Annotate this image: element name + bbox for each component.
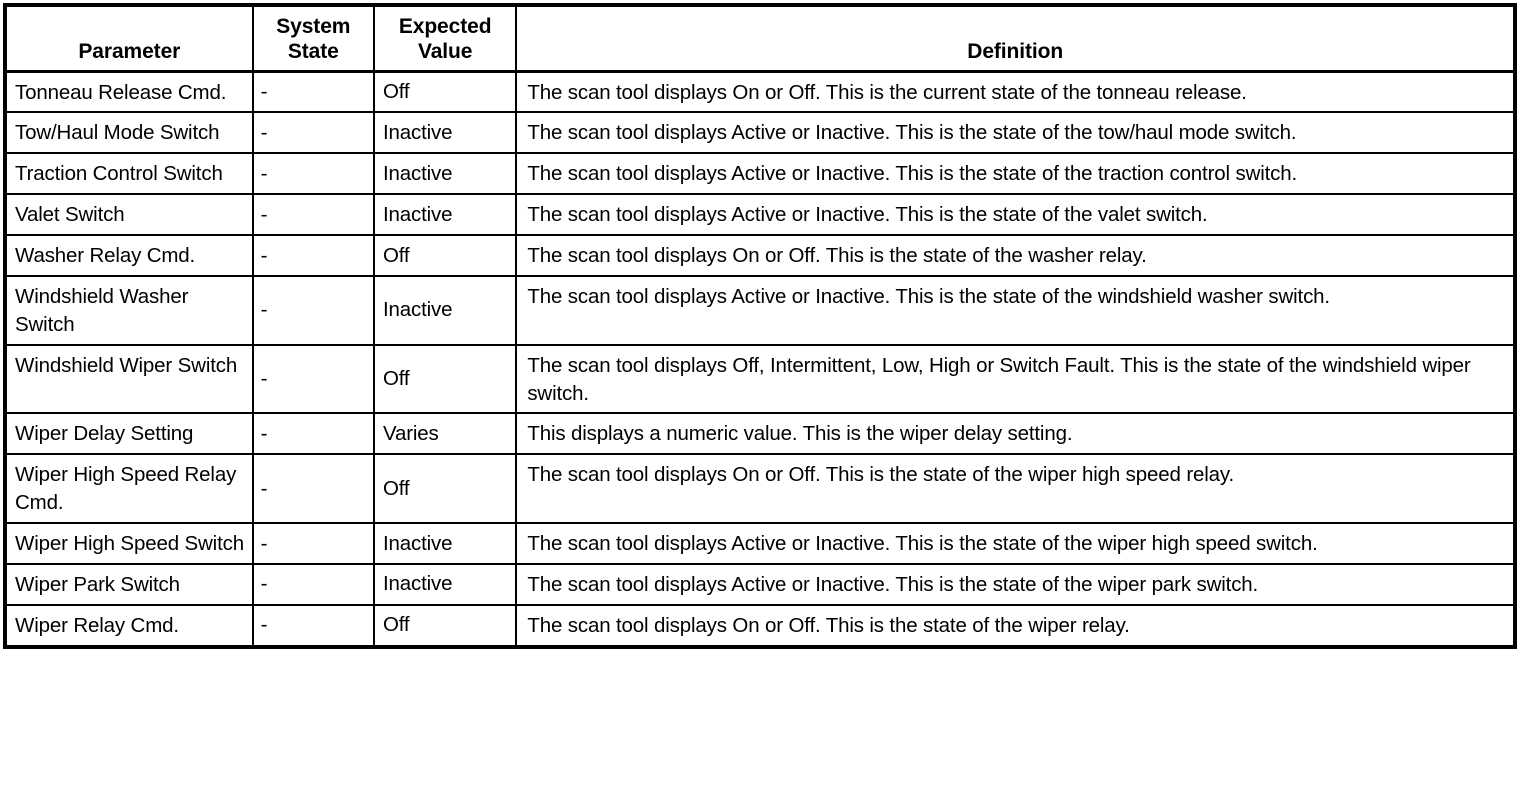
column-header-parameter: Parameter [5,5,254,73]
cell-definition: The scan tool displays Active or Inactiv… [516,194,1515,237]
cell-definition: The scan tool displays Active or Inactiv… [516,153,1515,196]
cell-system-state: - [252,454,375,525]
cell-system-state: - [252,523,375,565]
cell-parameter: Wiper High Speed Switch [5,523,254,565]
cell-parameter: Windshield Washer Switch [5,275,254,346]
column-header-expected-value: Expected Value [373,5,518,73]
cell-parameter: Windshield Wiper Switch [5,344,254,415]
cell-system-state: - [252,112,375,155]
cell-parameter: Wiper Park Switch [5,563,254,606]
cell-parameter: Tonneau Release Cmd. [5,71,254,114]
cell-expected-value: Inactive [373,112,518,155]
column-header-definition: Definition [516,5,1515,73]
cell-system-state: - [252,275,375,346]
table-header: Parameter System State Expected Value De… [5,5,1515,73]
cell-system-state: - [252,413,375,456]
scan-tool-parameter-table: Parameter System State Expected Value De… [3,3,1517,649]
cell-expected-value: Off [373,604,518,647]
cell-expected-value: Inactive [373,523,518,565]
cell-parameter: Washer Relay Cmd. [5,235,254,277]
cell-expected-value: Inactive [373,563,518,606]
cell-expected-value: Varies [373,413,518,456]
cell-definition: This displays a numeric value. This is t… [516,413,1515,456]
cell-definition: The scan tool displays On or Off. This i… [516,235,1515,277]
cell-system-state: - [252,344,375,415]
cell-parameter: Valet Switch [5,194,254,237]
cell-expected-value: Off [373,454,518,525]
cell-system-state: - [252,71,375,114]
column-header-expected-value-line1: Expected [398,15,492,38]
table-header-row: Parameter System State Expected Value De… [5,5,1515,73]
column-header-expected-value-line2: Value [417,39,473,63]
cell-definition: The scan tool displays Active or Inactiv… [516,112,1515,155]
cell-system-state: - [252,563,375,606]
cell-definition: The scan tool displays On or Off. This i… [527,613,1130,637]
cell-definition: The scan tool displays On or Off. This i… [516,71,1515,114]
cell-expected-value: Inactive [373,153,518,196]
cell-parameter: Traction Control Switch [5,153,254,196]
column-header-system-state: System State [252,5,375,73]
cell-system-state: - [252,604,375,647]
cell-definition: The scan tool displays Active or Inactiv… [516,275,1515,346]
cell-parameter: Wiper Relay Cmd. [5,604,254,647]
table-row: Wiper Relay Cmd.-Off The scan tool displa… [5,604,1515,647]
cell-definition: The scan tool displays Off, Intermittent… [516,344,1515,415]
cell-parameter: Wiper Delay Setting [5,413,254,456]
cell-system-state: - [252,235,375,277]
cell-expected-value: Off [373,344,518,415]
cell-parameter: Tow/Haul Mode Switch [5,112,254,155]
cell-expected-value: Inactive [373,194,518,237]
cell-expected-value: Inactive [373,275,518,346]
cell-definition: The scan tool displays On or Off. This i… [516,454,1515,525]
cell-system-state: - [252,194,375,237]
cell-definition: The scan tool displays Active or Inactiv… [516,563,1515,606]
cell-parameter: Wiper High Speed Relay Cmd. [5,454,254,525]
cell-system-state: - [252,153,375,196]
column-header-system-state-line1: System [276,15,351,38]
cell-definition: The scan tool displays Active or Inactiv… [516,523,1515,565]
cell-expected-value: Off [373,235,518,277]
column-header-system-state-line2: State [287,39,339,63]
cell-expected-value: Off [373,71,518,114]
